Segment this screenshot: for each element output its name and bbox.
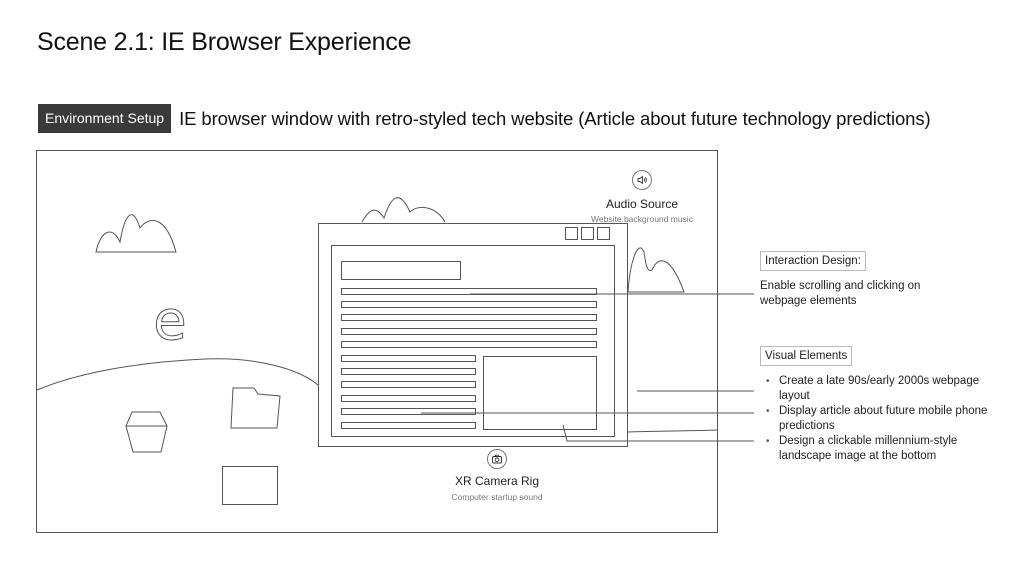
mountain-center bbox=[361, 197, 446, 223]
text-line bbox=[341, 288, 597, 295]
basket-shape bbox=[125, 411, 168, 453]
visual-element-item: Design a clickable millennium-style land… bbox=[766, 434, 1006, 464]
interaction-design-text: Enable scrolling and clicking on webpage… bbox=[760, 280, 921, 307]
folder-shape bbox=[230, 387, 281, 429]
visual-elements-tag: Visual Elements bbox=[760, 346, 853, 366]
browser-viewport bbox=[331, 245, 615, 437]
speaker-icon bbox=[632, 170, 652, 190]
text-line-short bbox=[341, 408, 476, 415]
mountain-left bbox=[95, 214, 177, 253]
window-close-button bbox=[597, 227, 610, 240]
text-line bbox=[341, 301, 597, 308]
window-maximize-button bbox=[581, 227, 594, 240]
landscape-image-box bbox=[483, 356, 597, 430]
visual-element-item: Display article about future mobile phon… bbox=[766, 404, 1006, 434]
webpage-header-bar bbox=[341, 261, 461, 280]
connector-visual-3 bbox=[562, 424, 754, 442]
ie-logo: e bbox=[153, 289, 187, 352]
audio-source-title: Audio Source bbox=[605, 197, 679, 211]
mountain-right bbox=[627, 247, 685, 293]
interaction-design-tag: Interaction Design: bbox=[760, 251, 866, 271]
text-line bbox=[341, 314, 597, 321]
visual-elements-list: Create a late 90s/early 2000s webpage la… bbox=[766, 374, 1006, 464]
text-line-short bbox=[341, 422, 476, 429]
camera-icon bbox=[487, 449, 507, 469]
ground-line-right bbox=[627, 429, 718, 433]
environment-setup-row: Environment Setup IE browser window with… bbox=[38, 104, 931, 133]
browser-window bbox=[318, 223, 628, 447]
box-shape bbox=[222, 466, 278, 505]
environment-setup-badge: Environment Setup bbox=[38, 104, 172, 133]
text-line bbox=[341, 328, 597, 335]
text-line-short bbox=[341, 395, 476, 402]
camera-rig-subtitle: Computer startup sound bbox=[451, 492, 543, 502]
text-line-short bbox=[341, 381, 476, 388]
audio-source-subtitle: Website background music bbox=[591, 214, 693, 224]
page-title: Scene 2.1: IE Browser Experience bbox=[37, 28, 412, 56]
camera-rig-title: XR Camera Rig bbox=[454, 474, 540, 488]
text-line-short bbox=[341, 368, 476, 375]
environment-description: IE browser window with retro-styled tech… bbox=[179, 107, 931, 129]
text-line-short bbox=[341, 355, 476, 362]
text-line bbox=[341, 341, 597, 348]
window-minimize-button bbox=[565, 227, 578, 240]
ground-hill bbox=[36, 358, 319, 391]
visual-element-item: Create a late 90s/early 2000s webpage la… bbox=[766, 374, 1006, 404]
